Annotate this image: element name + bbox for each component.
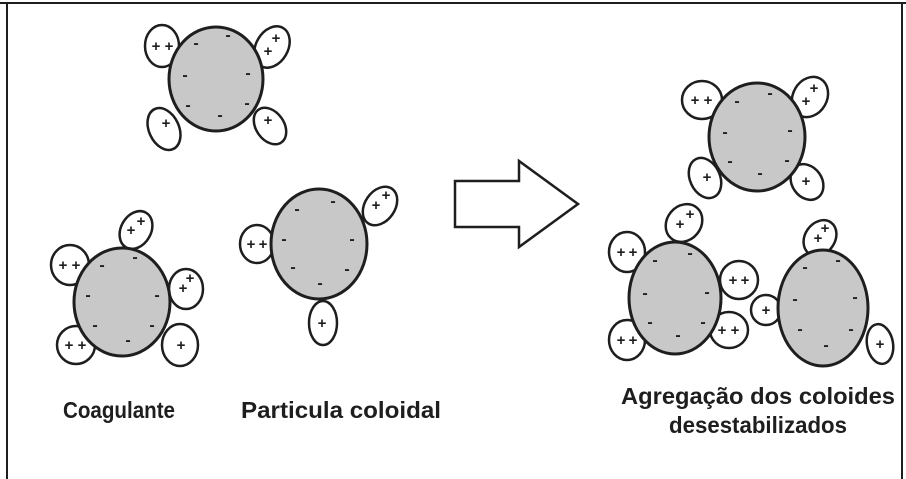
positive-charge: + [741, 272, 750, 289]
negative-charge: - [92, 317, 97, 334]
negative-charge: - [767, 85, 772, 102]
negative-charge: - [835, 252, 840, 269]
positive-charge: + [802, 93, 811, 110]
positive-charge: + [729, 272, 738, 289]
negative-charge: - [848, 321, 853, 338]
negative-charge: - [757, 165, 762, 182]
negative-charge: - [217, 107, 222, 124]
negative-charge: - [700, 314, 705, 331]
aggregate-cluster: + + + + + + + + + + + + + + + + + + + + … [609, 70, 896, 366]
negative-charge: - [675, 327, 680, 344]
positive-charge: + [703, 169, 712, 186]
positive-charge: + [372, 197, 381, 214]
negative-charge: - [245, 65, 250, 82]
negative-charge: - [797, 321, 802, 338]
coagulant-lobe [720, 261, 758, 299]
positive-charge: + [259, 236, 268, 253]
positive-charge: + [691, 92, 700, 109]
positive-charge: + [810, 80, 819, 97]
positive-charge: + [731, 322, 740, 339]
negative-charge: - [344, 261, 349, 278]
negative-charge: - [704, 284, 709, 301]
positive-charge: + [617, 332, 626, 349]
positive-charge: + [247, 236, 256, 253]
positive-charge: + [629, 244, 638, 261]
negative-charge: - [281, 231, 286, 248]
negative-charge: - [787, 122, 792, 139]
negative-charge: - [294, 201, 299, 218]
positive-charge: + [152, 38, 161, 55]
negative-charge: - [642, 285, 647, 302]
positive-charge: + [165, 38, 174, 55]
positive-charge: + [629, 332, 638, 349]
coagulant-lobe [240, 225, 274, 263]
negative-charge: - [349, 231, 354, 248]
negative-charge: - [734, 93, 739, 110]
positive-charge: + [617, 244, 626, 261]
positive-charge: + [676, 216, 685, 233]
aggregate-label-line2: desestabilizados [669, 412, 847, 438]
positive-charge: + [162, 115, 171, 132]
positive-charge: + [264, 43, 273, 60]
negative-charge: - [85, 287, 90, 304]
positive-charge: + [718, 322, 727, 339]
positive-charge: + [272, 30, 281, 47]
negative-charge: - [722, 124, 727, 141]
positive-charge: + [186, 270, 195, 287]
negative-charge: - [852, 289, 857, 306]
negative-charge: - [647, 314, 652, 331]
negative-charge: - [823, 337, 828, 354]
negative-charge: - [99, 257, 104, 274]
negative-charge: - [652, 252, 657, 269]
negative-charge: - [317, 275, 322, 292]
positive-charge: + [78, 337, 87, 354]
colloid-cluster-top: + + + + + + - - - - - - - [141, 20, 297, 155]
negative-charge: - [784, 152, 789, 169]
positive-charge: + [382, 187, 391, 204]
colloid-label: Particula coloidal [241, 397, 441, 423]
negative-charge: - [290, 259, 295, 276]
process-arrow [455, 161, 578, 247]
positive-charge: + [802, 173, 811, 190]
positive-charge: + [65, 337, 74, 354]
positive-charge: + [264, 112, 273, 129]
positive-charge: + [59, 257, 68, 274]
negative-charge: - [225, 27, 230, 44]
negative-charge: - [154, 287, 159, 304]
positive-charge: + [177, 337, 186, 354]
negative-charge: - [185, 97, 190, 114]
negative-charge: - [792, 291, 797, 308]
positive-charge: + [821, 220, 830, 237]
negative-charge: - [193, 35, 198, 52]
coagulant-cluster: + + + + + + + + + - - - - - - - [51, 205, 203, 366]
colloid-cluster-middle: + + + + + - - - - - - - [240, 180, 404, 345]
negative-charge: - [330, 193, 335, 210]
positive-charge: + [704, 92, 713, 109]
coagulant-label: Coagulante [63, 397, 175, 423]
positive-charge: + [762, 302, 771, 319]
positive-charge: + [876, 336, 885, 353]
negative-charge: - [727, 153, 732, 170]
positive-charge: + [686, 206, 695, 223]
positive-charge: + [318, 315, 327, 332]
positive-charge: + [137, 213, 146, 230]
aggregate-label-line1: Agregação dos coloides [621, 383, 895, 409]
positive-charge: + [72, 257, 81, 274]
negative-charge: - [687, 245, 692, 262]
negative-charge: - [182, 67, 187, 84]
positive-charge: + [127, 222, 136, 239]
negative-charge: - [132, 249, 137, 266]
negative-charge: - [244, 95, 249, 112]
negative-charge: - [802, 259, 807, 276]
negative-charge: - [149, 317, 154, 334]
negative-charge: - [125, 332, 130, 349]
